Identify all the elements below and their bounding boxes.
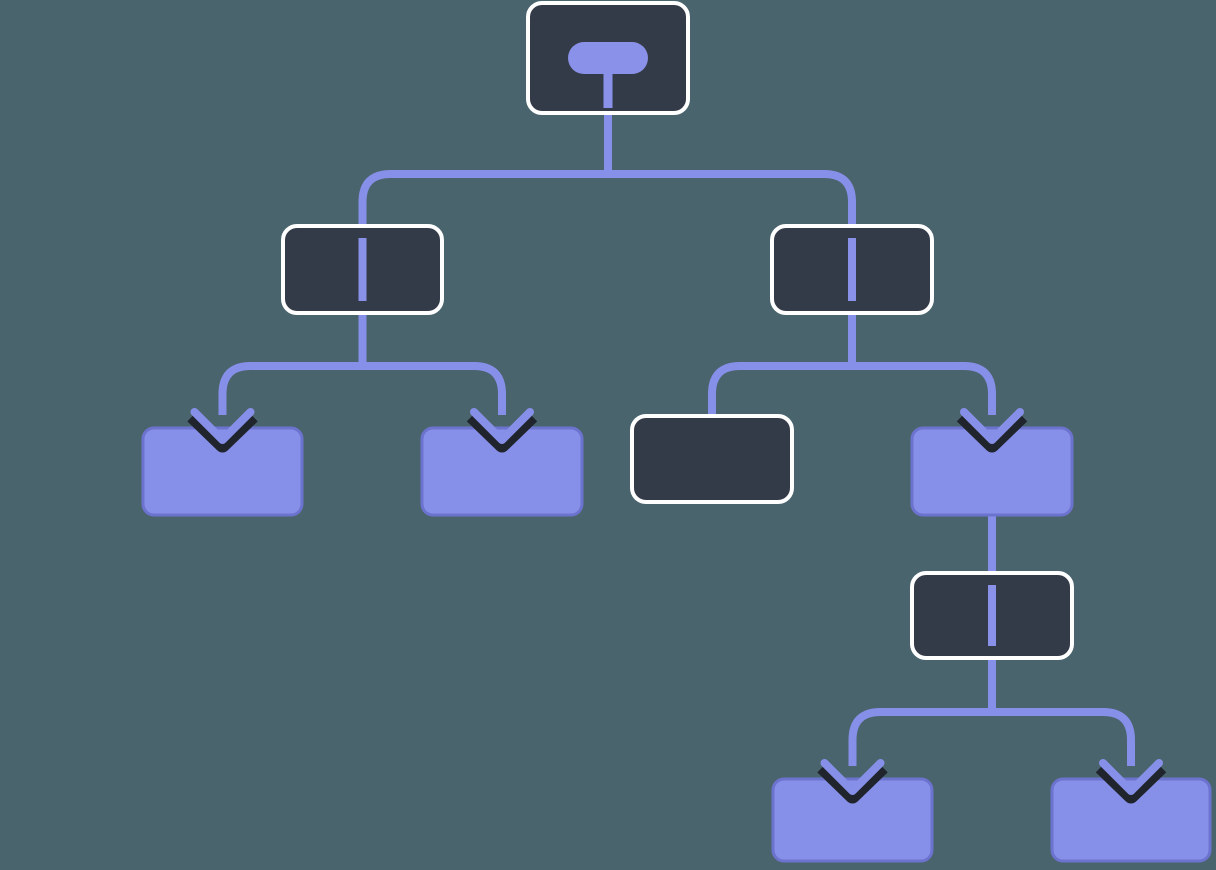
leaf-node-body <box>771 777 934 863</box>
arrow-down-icon <box>956 408 1028 453</box>
chevron-accent-shape <box>190 408 255 444</box>
chevron-accent-shape <box>960 408 1024 444</box>
edge-branch-bottom-to-leaf-e <box>848 656 996 766</box>
node-leaf-e[interactable] <box>771 777 934 863</box>
root-pill-stem <box>603 69 613 108</box>
node-branch-bottom[interactable] <box>910 571 1074 660</box>
arrow-down-icon <box>466 408 538 453</box>
chevron-dark-shape <box>187 410 258 453</box>
leaf-node-body <box>910 426 1074 517</box>
leaf-node-body <box>141 426 304 517</box>
chevron-dark-shape <box>1095 761 1167 804</box>
node-leaf-b[interactable] <box>420 426 584 517</box>
edge-branch-right-to-leaf-d <box>848 311 996 415</box>
root-handle-icon <box>568 42 648 108</box>
edge-branch-left-to-leaf-a <box>218 311 367 415</box>
arrow-down-icon <box>817 759 888 804</box>
chevron-accent-shape <box>470 408 534 444</box>
edge-from-branch-right <box>708 311 996 419</box>
root-pill <box>568 42 648 74</box>
edge-branch-right-to-node-c <box>708 311 856 419</box>
chevron-dark-shape <box>466 410 538 453</box>
node-leaf-d[interactable] <box>910 426 1074 517</box>
node-root[interactable] <box>526 1 690 115</box>
edge-branch-left-to-leaf-b <box>358 311 506 415</box>
node-branch-left[interactable] <box>281 224 444 315</box>
chevron-dark-shape <box>817 761 888 804</box>
leaf-node-body <box>420 426 584 517</box>
chevron-accent-shape <box>1099 759 1163 795</box>
chevron-dark-shape <box>956 410 1028 453</box>
edge-branch-bottom-to-leaf-f <box>988 656 1135 766</box>
arrow-down-icon <box>1095 759 1167 804</box>
edge-from-root <box>358 111 856 229</box>
leaf-node-body <box>1050 777 1212 863</box>
node-leaf-f[interactable] <box>1050 777 1212 863</box>
node-leaf-a[interactable] <box>141 426 304 517</box>
edge-from-branch-bottom <box>848 656 1135 766</box>
dark-node-body <box>630 414 794 504</box>
edge-root-to-branch-left <box>358 111 612 229</box>
arrow-down-icon <box>187 408 258 453</box>
chevron-accent-shape <box>820 759 885 795</box>
edge-from-branch-left <box>218 311 506 415</box>
edge-root-to-branch-right <box>604 111 856 229</box>
node-branch-right[interactable] <box>770 224 934 315</box>
node-node-c[interactable] <box>630 414 794 504</box>
